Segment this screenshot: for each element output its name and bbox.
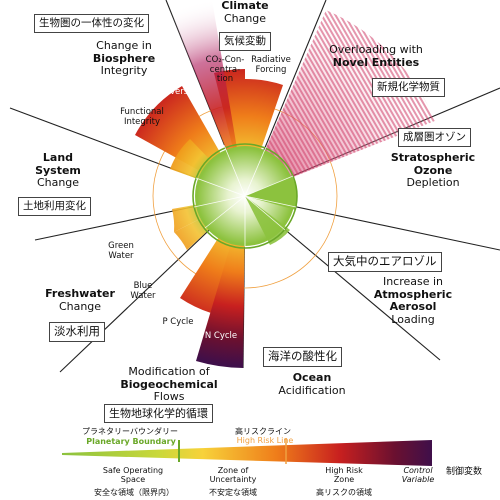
freshwater-jp-label: 淡水利用 (49, 322, 105, 342)
ocean-jp-label: 海洋の酸性化 (263, 347, 342, 367)
planetary-boundary-ring (192, 143, 298, 249)
aerosol-jp-label: 大気中のエアロゾル (328, 252, 442, 272)
p-cycle-label: P Cycle (162, 317, 194, 327)
co2-label: CO₂-Con-centra-tion (205, 55, 245, 85)
core-rays (193, 144, 297, 247)
biogeo-jp-label: 生物地球化学的循環 (104, 404, 213, 424)
legend-control-jp: 制御変数 (445, 467, 482, 477)
novel-jp-label: 新規化学物質 (372, 78, 445, 97)
n-cycle-label: N Cycle (204, 331, 238, 341)
ozone-green-wedge (245, 176, 298, 210)
ocean-green-wedge (245, 196, 290, 245)
legend-pb-jp: プラネタリーバウンダリー (82, 427, 178, 436)
legend-arrow-bar (62, 440, 432, 466)
ozone-jp-label: 成層圏オゾン (398, 128, 471, 147)
legend-hr-jp: 高リスクライン (235, 427, 291, 436)
legend-pb-en: Planetary Boundary (86, 437, 176, 446)
legend (62, 438, 432, 466)
legend-zone-jp: 不安定な領域 (209, 488, 257, 497)
novel-entities-wedge (245, 10, 435, 196)
biosphere-jp-label: 生物圏の一体性の変化 (34, 14, 149, 33)
climate-jp-label: 気候変動 (219, 32, 271, 51)
legend-hr-en: High Risk Line (236, 436, 294, 445)
legend-safe-jp: 安全な領域（限界内） (94, 488, 174, 497)
legend-high-jp: 高リスクの領域 (316, 488, 372, 497)
land-jp-label: 土地利用変化 (18, 197, 91, 216)
